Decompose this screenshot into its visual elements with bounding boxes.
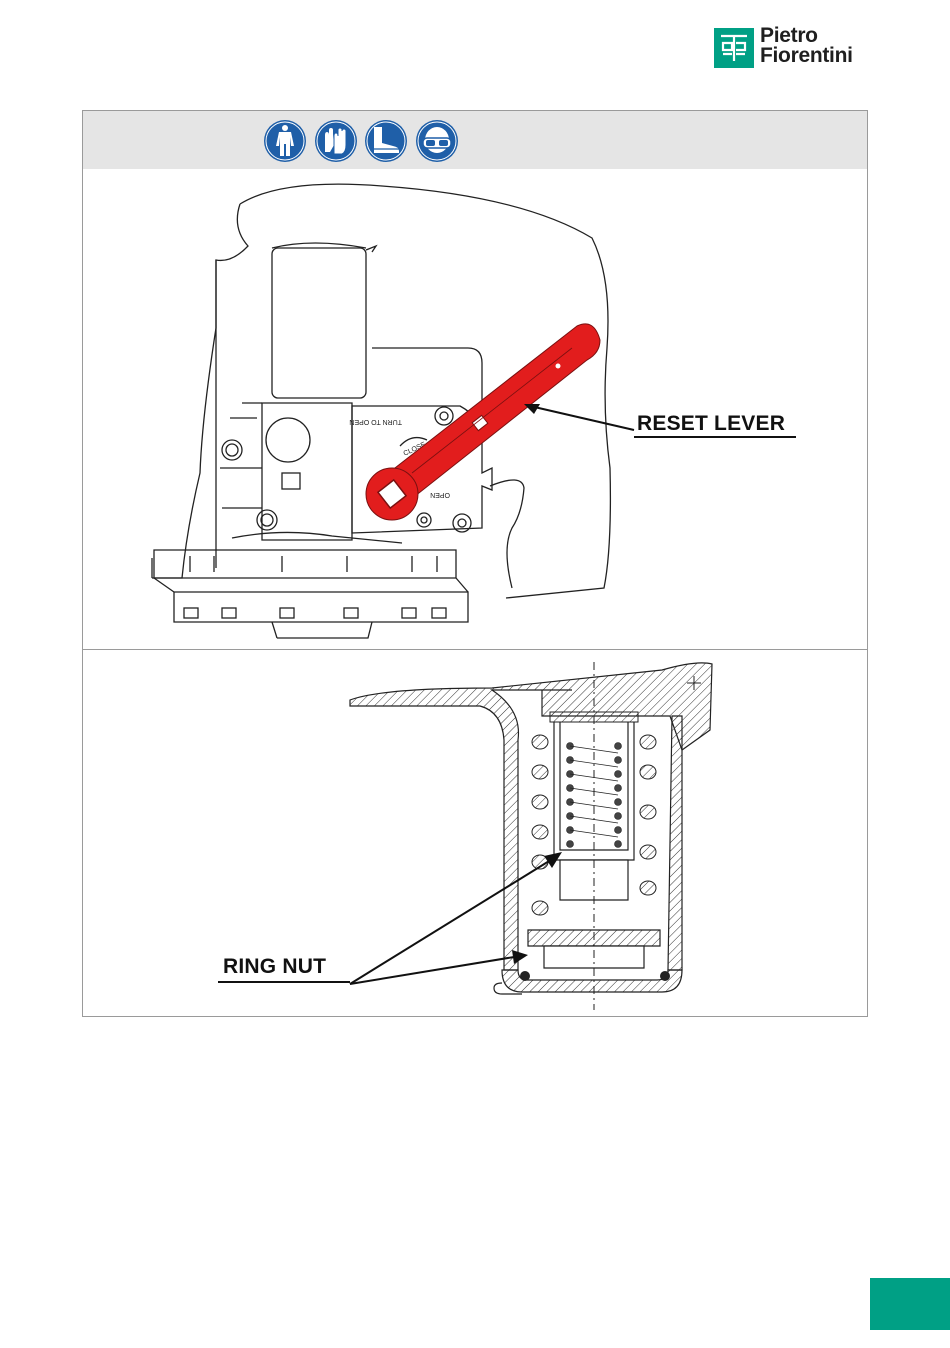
reset-lever-underline [634, 436, 796, 438]
brand-name-line1: Pietro [760, 26, 853, 46]
protective-suit-icon [263, 119, 307, 163]
brand-name-line2: Fiorentini [760, 46, 853, 66]
ring-nut-leader-lower [350, 956, 520, 984]
plate-text-open: OPEN [430, 491, 450, 498]
base-lower [174, 592, 468, 622]
brand-logo-mark [714, 28, 754, 68]
plate-text-turn-to-open: TURN TO OPEN [349, 418, 402, 425]
brand-logo: Pietro Fiorentini [714, 26, 874, 72]
ring-nut-section-drawing [82, 650, 868, 1016]
cylinder-body [272, 248, 366, 398]
reset-lever-label: RESET LEVER [637, 412, 785, 436]
brand-name: Pietro Fiorentini [760, 26, 853, 66]
gloves-icon [314, 119, 358, 163]
ring-nut-leader-upper [350, 858, 554, 984]
pilot-body [262, 403, 352, 540]
safety-boots-icon [364, 119, 408, 163]
reset-lever-leader [530, 406, 634, 430]
base-flange [154, 550, 456, 578]
ppe-header [83, 111, 867, 169]
housing-right-wall [668, 716, 682, 970]
casing-outline [240, 184, 610, 598]
cover-section [350, 663, 712, 970]
safety-goggles-icon [415, 119, 459, 163]
reset-lever-drawing: TURN TO OPEN OPEN CLOSE [82, 168, 868, 648]
ring-nut-underline [218, 981, 350, 983]
reset-lever-arrowhead [524, 404, 540, 414]
page-tab [870, 1278, 950, 1330]
ring-nut-label: RING NUT [223, 955, 326, 979]
